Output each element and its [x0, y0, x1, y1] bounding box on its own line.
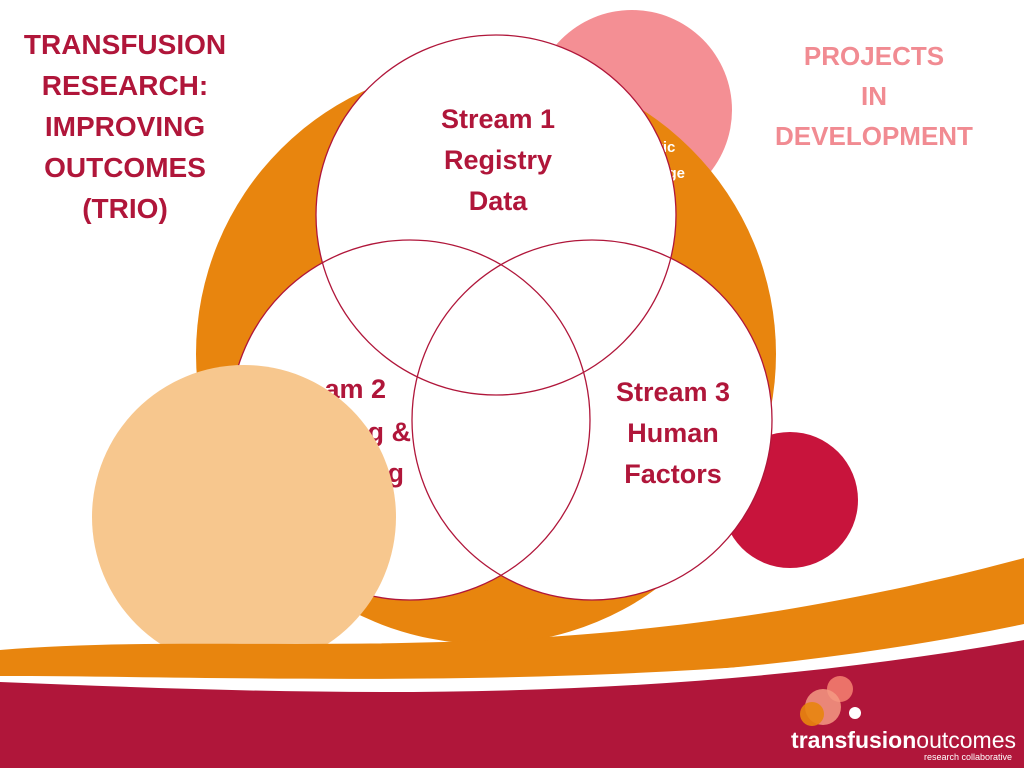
logo-wordmark: transfusionoutcomes — [791, 727, 1016, 753]
stream3-label-line-2: Human — [627, 418, 719, 448]
projects-line-1: PROJECTS — [803, 41, 945, 71]
stream3-outline — [411, 239, 773, 601]
title-line-1: TRANSFUSION — [23, 29, 227, 60]
stream3-label-line-1: Stream 3 — [616, 377, 730, 407]
projects-line-2: IN — [861, 81, 887, 111]
stream1-label-line-2: Registry — [444, 145, 552, 175]
orange-swoosh — [0, 558, 1024, 679]
stream3-label-line-3: Factors — [624, 459, 722, 489]
stream1-label-line-3: Data — [469, 186, 529, 216]
stream2-label-line-3: g — [388, 458, 405, 488]
projects-heading: PROJECTS IN DEVELOPMENT — [760, 36, 988, 156]
stream1-label-line-1: Stream 1 — [441, 104, 555, 134]
title-line-2: RESEARCH: — [41, 70, 209, 101]
stream3-circle — [412, 240, 772, 600]
peach-decor-circle — [92, 365, 396, 669]
stream1-outline — [315, 34, 677, 396]
title-line-5: (TRIO) — [82, 193, 168, 224]
projects-line-3: DEVELOPMENT — [775, 121, 973, 151]
logo-bubbles-icon — [800, 676, 861, 726]
title-line-4: OUTCOMES — [44, 152, 206, 183]
title-line-3: IMPROVING — [44, 111, 206, 142]
crimson-footer-band — [0, 640, 1024, 768]
slide-title: TRANSFUSION RESEARCH: IMPROVING OUTCOMES… — [14, 24, 236, 229]
logo-tagline: research collaborative — [924, 752, 1012, 762]
